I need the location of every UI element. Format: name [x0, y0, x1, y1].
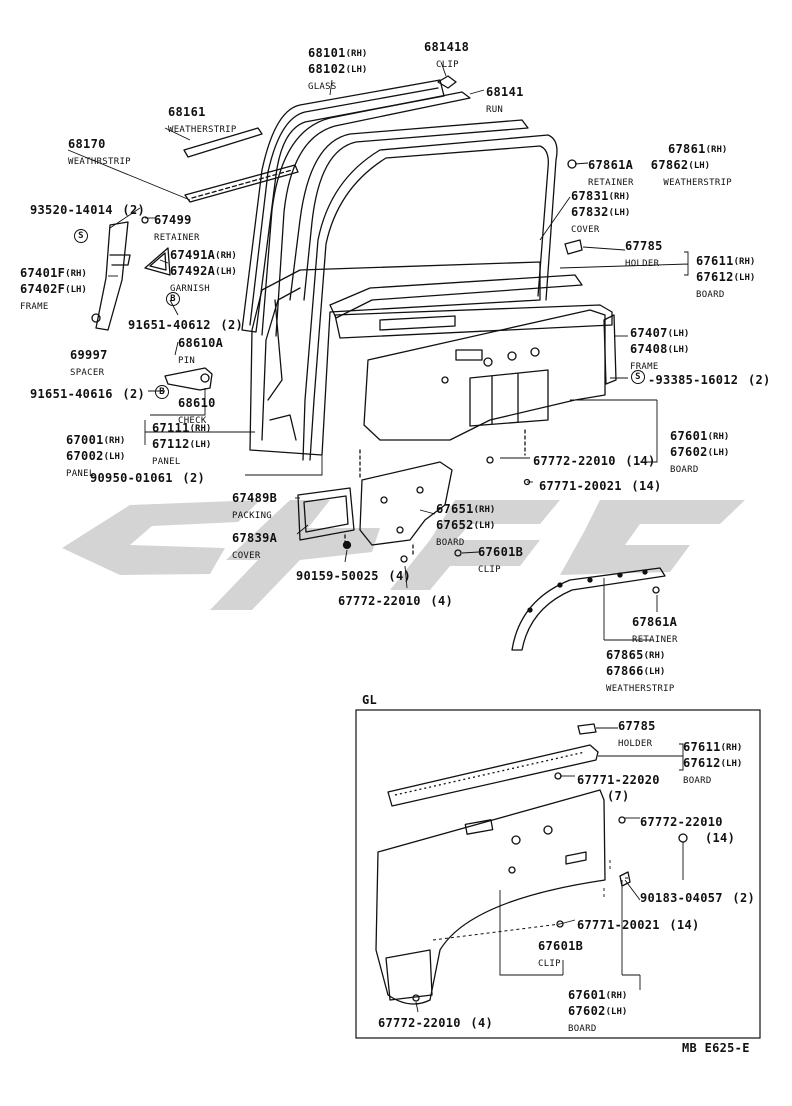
label-board-lower: 67651(RH) 67652(LH) BOARD	[436, 502, 496, 548]
label-frame-left: 67401F(RH) 67402F(LH) FRAME	[20, 266, 87, 312]
gl-label-nut: 90183-04057 (2)	[640, 891, 755, 905]
label-pin: 68610A PIN	[178, 336, 224, 366]
label-packing: 67489B PACKING	[232, 491, 278, 521]
label-weatherstrip-68170: 68170 WEATHRSTRIP	[68, 137, 131, 167]
glass-rh-number: 68101	[308, 46, 346, 60]
bolt-mark-b-b: B	[155, 385, 169, 399]
glass-run-shape	[261, 91, 471, 337]
gl-label-board-top: 67611(RH) 67612(LH) BOARD	[683, 740, 743, 786]
label-glass: 68101(RH) 68102(LH) GLASS	[308, 46, 368, 92]
label-bolt-c: 90950-01061 (2)	[90, 471, 205, 485]
label-board-main: 67601(RH) 67602(LH) BOARD	[670, 429, 730, 475]
label-panel-b: 67001(RH) 67002(LH) PANEL	[66, 433, 126, 479]
gl-title: GL	[362, 693, 378, 707]
label-spacer: 69997 SPACER	[70, 348, 108, 378]
label-panel-a: 67111(RH) 67112(LH) PANEL	[152, 421, 212, 467]
screw-mark-s-top: S	[74, 229, 88, 243]
label-screw-right: -93385-16012 (2)	[648, 373, 771, 387]
label-clip-top: 681418 CLIP	[424, 40, 470, 70]
label-clip-bottom: 67772-22010 (4)	[338, 594, 453, 608]
frame-left-shape	[95, 221, 129, 331]
label-clip-22010: 67772-22010 (14)	[533, 454, 656, 468]
arch-weatherstrip-shape	[511, 567, 666, 651]
label-check: 68610 CHECK	[178, 396, 216, 426]
bolt-mark-b-a: B	[166, 292, 180, 306]
label-screw-50025: 90159-50025 (4)	[296, 569, 411, 583]
label-board-top: 67611(RH) 67612(LH) BOARD	[696, 254, 756, 300]
upper-trim-board-shape	[329, 274, 583, 319]
label-clip-lower: 67601B CLIP	[478, 545, 524, 575]
label-retainer-67499: 67499 RETAINER	[154, 213, 200, 243]
gl-label-clip-bottom: 67772-22010 (4)	[378, 1016, 493, 1030]
gl-inset-box	[355, 709, 761, 1039]
main-trim-board-shape	[363, 309, 606, 441]
glass-lh-number: 68102	[308, 62, 346, 76]
lower-trim-board-shape	[359, 461, 453, 546]
screw-mark-s-right: S	[631, 370, 645, 384]
label-door-weatherstrip: 67861(RH) 67861A 67862(LH) RETAINER WEAT…	[588, 142, 733, 188]
watermark-logo	[62, 500, 745, 610]
label-bolt-a: 91651-40612 (2)	[128, 318, 243, 332]
label-retainer-arch: 67861A RETAINER	[632, 615, 678, 645]
label-screw-top: 93520-14014 (2)	[30, 203, 145, 217]
door-weatherstrip-shape	[302, 134, 558, 461]
label-cover-67831: 67831(RH) 67832(LH) COVER	[571, 189, 631, 235]
gl-label-holder: 67785 HOLDER	[618, 719, 656, 749]
gl-label-clip-20020: 67771-22020 (7)	[577, 773, 660, 803]
label-weatherstrip-arch: 67865(RH) 67866(LH) WEATHERSTRIP	[606, 648, 675, 694]
glass-description: GLASS	[308, 82, 337, 92]
gl-label-board: 67601(RH) 67602(LH) BOARD	[568, 988, 628, 1034]
diagram-code: MB E625-E	[682, 1041, 750, 1055]
label-holder: 67785 HOLDER	[625, 239, 663, 269]
gl-label-clip-22010: 67772-22010 (14)	[640, 815, 736, 845]
label-garnish: 67491A(RH) 67492A(LH) GARNISH	[170, 248, 237, 294]
gl-label-clip-20021: 67771-20021 (14)	[577, 918, 700, 932]
label-weatherstrip-68161: 68161 WEATHERSTRIP	[168, 105, 237, 135]
label-run: 68141 RUN	[486, 85, 524, 115]
label-clip-20021: 67771-20021 (14)	[539, 479, 662, 493]
label-cover-lower: 67839A COVER	[232, 531, 278, 561]
label-frame-right: 67407(LH) 67408(LH) FRAME	[630, 326, 690, 372]
door-panel-shape	[249, 261, 541, 456]
gl-label-clip-b: 67601B CLIP	[538, 939, 584, 969]
door-glass-shape	[241, 79, 445, 333]
label-bolt-b: 91651-40616 (2)	[30, 387, 145, 401]
